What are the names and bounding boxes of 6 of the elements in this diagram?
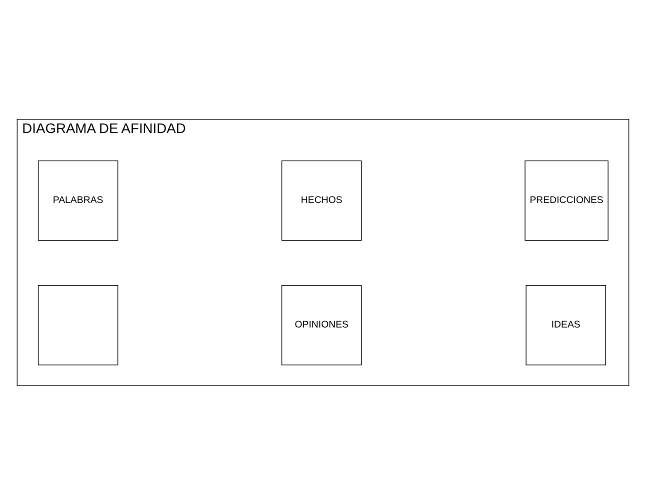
node-box: HECHOS — [281, 160, 362, 240]
node-box: PALABRAS — [38, 160, 118, 240]
node-box: OPINIONES — [281, 284, 362, 365]
node-box: PREDICCIONES — [524, 160, 608, 240]
node-box: IDEAS — [526, 284, 606, 365]
node-box — [38, 284, 118, 365]
